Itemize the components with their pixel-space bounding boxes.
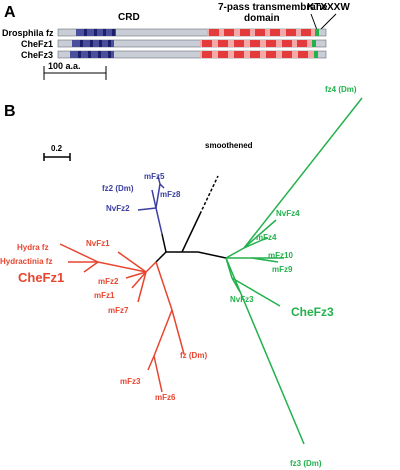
label-fz4-dm: fz4 (Dm) [325,85,357,94]
tree-scalebar [43,153,71,161]
motif-header: KTXXXW [307,2,350,13]
red-branches [59,243,185,393]
label-mfz5: mFz5 [144,172,165,181]
label-chefz1: CheFz1 [18,270,64,285]
protein-bar-chefz3 [57,50,327,59]
label-mfz2: mFz2 [98,277,119,286]
label-nvfz1: NvFz1 [86,239,110,248]
row-label-chefz3: CheFz3 [21,50,53,60]
label-mfz6: mFz6 [155,393,176,402]
black-branches [155,175,227,263]
panel-b-label: B [4,103,16,120]
label-mfz4: mFz4 [256,233,277,242]
aa-scalebar-label: 100 a.a. [48,61,81,71]
panel-a-label: A [4,4,16,21]
label-fz2-dm: fz2 (Dm) [102,184,134,193]
tm-header-line2: domain [244,13,280,24]
green-branches [225,97,363,445]
label-mfz9: mFz9 [272,265,293,274]
label-fz-dm: fz (Dm) [180,351,207,360]
motif-pointer-left [310,13,318,31]
label-hydractinia: Hydractinia fz [0,257,52,266]
tree-scalebar-label: 0.2 [51,144,63,153]
label-mfz3: mFz3 [120,377,141,386]
label-mfz7: mFz7 [108,306,129,315]
label-mfz8: mFz8 [160,190,181,199]
label-nvfz4: NvFz4 [276,209,300,218]
aa-scalebar [43,66,107,80]
tm-header-line1: 7-pass transmembrane [218,2,328,13]
protein-bar-chefz1 [57,39,327,48]
label-hydra: Hydra fz [17,243,49,252]
label-smoothened: smoothened [205,141,253,150]
label-chefz3: CheFz3 [291,305,334,319]
label-mfz1: mFz1 [94,291,115,300]
motif-pointer-right [319,13,337,31]
label-nvfz3: NvFz3 [230,295,254,304]
row-label-dros: Drosphila fz [2,28,54,38]
protein-bar-dros [57,28,327,37]
row-label-chefz1: CheFz1 [21,39,53,49]
blue-branches [137,175,165,235]
label-fz3-dm: fz3 (Dm) [290,459,322,468]
crd-header: CRD [118,12,140,23]
label-nvfz2: NvFz2 [106,204,130,213]
label-mfz10: mFz10 [268,251,293,260]
